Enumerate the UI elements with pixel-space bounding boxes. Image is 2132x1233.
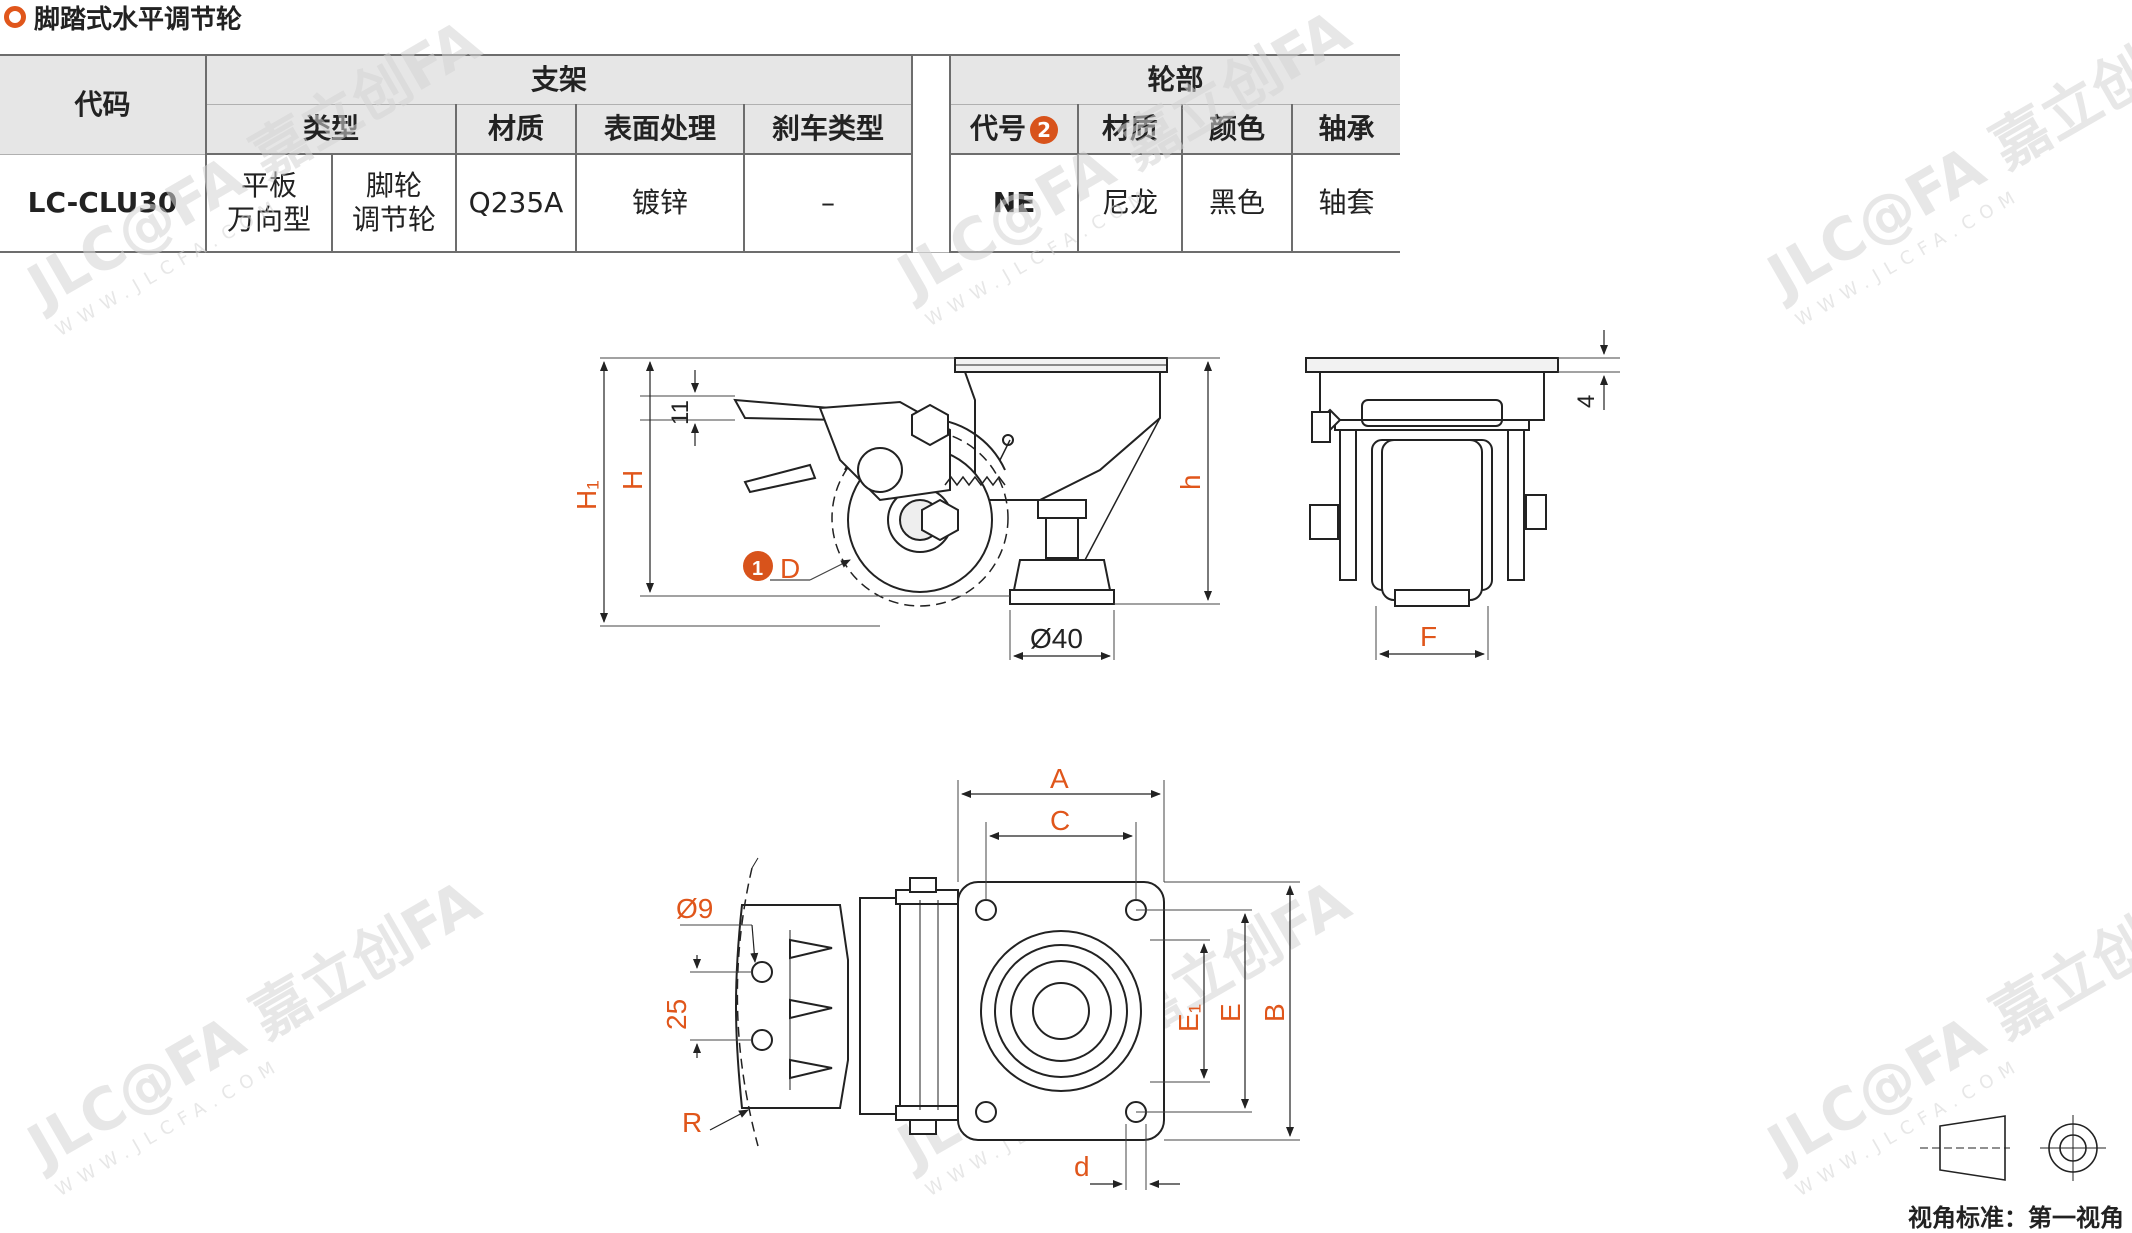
label-4: 4 [1573, 395, 1600, 408]
cell-bearing: 轴套 [1292, 154, 1401, 253]
side-view [600, 357, 1220, 660]
cell-type-b-line2: 调节轮 [351, 203, 436, 236]
header-wheel: 轮部 [950, 54, 1401, 105]
cell-wheel-material: 尼龙 [1078, 154, 1184, 253]
wheel-code-label: 代号 [970, 112, 1027, 145]
label-D: D [780, 553, 800, 584]
table-gap [911, 54, 952, 253]
cell-wheel-code: NE [950, 154, 1080, 253]
label-H1: H₁ [571, 480, 602, 510]
circle-bullet-icon [4, 6, 26, 28]
label-E1: E₁ [1173, 1004, 1204, 1032]
label-phi9: Ø9 [676, 893, 713, 924]
front-view [1305, 330, 1620, 660]
header-bracket: 支架 [206, 54, 914, 105]
header-material: 材质 [456, 104, 577, 155]
cell-type-a: 平板万向型 [206, 154, 333, 253]
section-title: 脚踏式水平调节轮 [4, 2, 242, 35]
badge-1 [743, 551, 773, 581]
wheel-code-badge: 2 [1030, 116, 1059, 144]
label-B: B [1259, 1003, 1290, 1022]
label-A: A [1050, 763, 1069, 794]
view-standard-label: 视角标准：第一视角 [1908, 1204, 2124, 1232]
label-H: H [617, 470, 648, 490]
header-bearing: 轴承 [1292, 104, 1401, 155]
cell-code: LC-CLU30 [0, 154, 207, 253]
cell-type-b-line1: 脚轮 [365, 169, 422, 202]
header-wheel-material: 材质 [1078, 104, 1184, 155]
header-surface: 表面处理 [576, 104, 745, 155]
section-title-text: 脚踏式水平调节轮 [34, 4, 243, 35]
badge-1-text: 1 [752, 558, 763, 580]
header-type: 类型 [206, 104, 457, 155]
header-code: 代码 [0, 54, 207, 155]
label-R: R [682, 1107, 702, 1138]
label-11: 11 [667, 400, 694, 425]
cell-type-a-line1: 平板 [240, 169, 297, 202]
label-F: F [1420, 621, 1437, 652]
label-25: 25 [661, 999, 692, 1030]
label-h: h [1175, 474, 1206, 490]
label-phi40: Ø40 [1030, 623, 1083, 654]
top-view [680, 780, 1300, 1190]
cell-surface: 镀锌 [576, 154, 745, 253]
header-brake: 刹车类型 [744, 104, 914, 155]
cell-material: Q235A [456, 154, 577, 253]
cell-wheel-color: 黑色 [1182, 154, 1294, 253]
cell-type-b: 脚轮调节轮 [332, 154, 457, 253]
first-angle-projection-icon [1920, 1115, 2106, 1181]
label-d: d [1074, 1151, 1090, 1182]
header-wheel-color: 颜色 [1182, 104, 1294, 155]
cell-brake: – [744, 154, 914, 253]
label-E: E [1215, 1003, 1246, 1022]
label-C: C [1050, 805, 1070, 836]
cell-type-a-line2: 万向型 [226, 203, 311, 236]
